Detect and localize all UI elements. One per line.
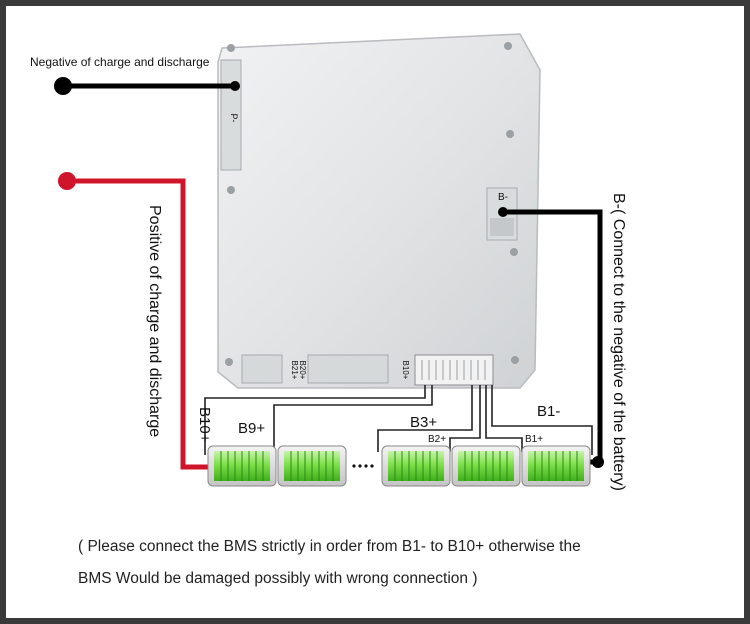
screw-icon [511,356,519,364]
screw-icon [227,44,235,52]
screw-icon [504,42,512,50]
balance-wires [204,385,593,455]
bms-board: P- B- B21+ B20+ B10+ [217,33,541,389]
screw-icon [506,130,514,138]
positive-charge-label: Positive of charge and discharge [146,205,163,437]
p-minus-label: P- [229,114,239,123]
b9-plus-label: B9+ [238,420,265,437]
b10-plus-label: B10+ [196,407,213,443]
screw-icon [510,248,518,256]
warning-note-line-2: BMS Would be damaged possibly with wrong… [78,570,478,587]
battery-cell-b2 [451,445,521,487]
battery-cell-b9 [277,445,347,487]
conn-b21-label: B21+ [290,361,299,380]
screw-icon [225,358,233,366]
warning-note-line-1: ( Please connect the BMS strictly in ord… [78,538,581,555]
b3-plus-label: B3+ [410,414,437,431]
conn-b20-label: B20+ [298,361,307,380]
positive-terminal-dot [58,172,76,190]
negative-charge-wire [54,77,240,95]
b-minus-wire [498,207,604,468]
b-minus-board-label: B- [498,192,508,203]
screw-icon [227,186,235,194]
b1-minus-label: B1- [537,403,560,420]
b2-plus-label: B2+ [428,434,446,445]
battery-cell-b1 [521,445,591,487]
b1-plus-label: B1+ [525,434,543,445]
negative-charge-label: Negative of charge and discharge [30,55,210,69]
balance-plug [414,354,494,386]
negative-terminal-dot [54,77,72,95]
positive-charge-wire [58,172,210,470]
balance-header-left [241,354,283,384]
battery-cell-b10 [207,445,277,487]
conn-b10-label: B10+ [401,361,410,380]
cell-ellipsis [352,464,374,468]
b-minus-connect-label: B-( Connect to the negative of the batte… [610,193,627,491]
b-minus-terminal [490,218,514,236]
battery-cell-b3 [381,445,451,487]
balance-header-mid [307,354,389,384]
